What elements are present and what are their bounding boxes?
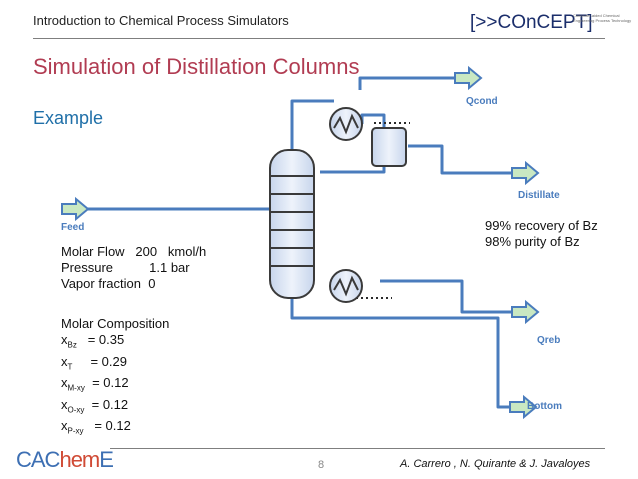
slide-title: Simulation of Distillation Columns <box>33 54 360 79</box>
distillate-label: Distillate <box>518 190 560 201</box>
feed-specs: Molar Flow 200 kmol/h Pressure 1.1 bar V… <box>61 244 206 292</box>
qreb-arrow <box>511 299 540 325</box>
distillate-arrow <box>511 160 540 186</box>
vapor-fraction-spec: Vapor fraction 0 <box>61 276 156 291</box>
condenser-outlet-pipe <box>360 113 386 128</box>
footer-divider <box>110 448 605 449</box>
composition-row: xP-xy = 0.12 <box>61 418 131 436</box>
cacheme-logo: CAChemE <box>16 447 114 472</box>
bottom-label: Bottom <box>527 401 562 412</box>
distillation-column <box>269 149 315 299</box>
design-targets: 99% recovery of Bz 98% purity of Bz <box>485 218 598 250</box>
molar-composition: Molar Composition xBz = 0.35 xT = 0.29 x… <box>61 316 176 440</box>
pressure-spec: Pressure 1.1 bar <box>61 260 190 275</box>
bottoms-pipe <box>290 287 510 409</box>
concept-logo-subtitle: Computer-aided Chemical Engineering Proc… <box>573 13 632 23</box>
bottom-arrow <box>509 394 538 420</box>
composition-row: xBz = 0.35 <box>61 332 125 350</box>
purity-target: 98% purity of Bz <box>485 234 580 249</box>
reflux-drum <box>371 127 407 167</box>
condenser <box>329 107 363 141</box>
overhead-vapor-pipe <box>290 99 334 153</box>
composition-row: xO-xy = 0.12 <box>61 396 129 415</box>
distillate-pipe <box>408 144 512 175</box>
reboiler <box>329 269 363 303</box>
recovery-target: 99% recovery of Bz <box>485 218 598 233</box>
composition-heading: Molar Composition <box>61 316 170 331</box>
authors: A. Carrero , N. Quirante & J. Javaloyes <box>400 458 591 470</box>
qcond-arrow <box>454 65 483 91</box>
composition-row: xT = 0.29 <box>61 353 127 372</box>
feed-arrow <box>61 196 90 222</box>
qreb-pipe <box>380 279 512 314</box>
qcond-label: Qcond <box>466 96 498 107</box>
composition-row: xM-xy = 0.12 <box>61 375 129 393</box>
header-divider <box>33 38 605 39</box>
qreb-label: Qreb <box>537 335 561 346</box>
slide-subtitle: Example <box>33 108 104 128</box>
concept-logo-text: [>>COnCEPT] <box>470 12 593 33</box>
qcond-pipe <box>358 76 455 90</box>
course-title: Introduction to Chemical Process Simulat… <box>33 13 289 28</box>
feed-label: Feed <box>61 222 85 233</box>
molar-flow-spec: Molar Flow 200 kmol/h <box>61 244 207 259</box>
page-number: 8 <box>318 459 325 471</box>
concept-logo: [>>COnCEPT] Computer-aided Chemical Engi… <box>470 12 631 40</box>
column-trays <box>270 175 314 267</box>
